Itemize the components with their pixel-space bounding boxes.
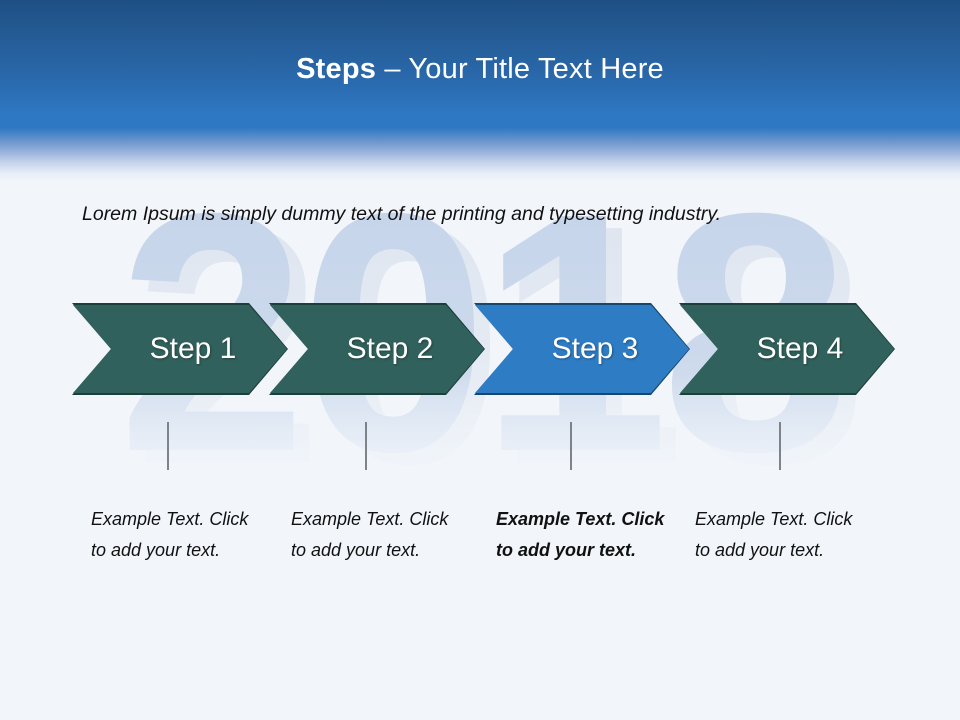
header-band [0,0,960,182]
step-arrow-2[interactable]: Step 2 [270,305,484,393]
step-caption-3[interactable]: Example Text. Click to add your text. [496,509,665,560]
page-title-rest: – Your Title Text Here [376,53,664,85]
step-arrow-3[interactable]: Step 3 [475,305,689,393]
step-arrow-label-4: Step 4 [756,332,844,365]
step-tick-1 [167,422,169,470]
step-arrow-label-1: Step 1 [149,332,237,365]
step-tick-3 [570,422,572,470]
step-tick-4 [779,422,781,470]
step-caption-4[interactable]: Example Text. Click to add your text. [695,509,853,560]
step-arrow-1[interactable]: Step 1 [73,305,287,393]
step-tick-2 [365,422,367,470]
step-arrow-label-3: Step 3 [551,332,639,365]
step-caption-1[interactable]: Example Text. Click to add your text. [91,509,249,560]
steps-arrow-row: Step 1 Step 2 Step 3 Step 4 [0,300,960,400]
page-title: Steps – Your Title Text Here [0,53,960,86]
step-caption-2[interactable]: Example Text. Click to add your text. [291,509,449,560]
step-arrow-4[interactable]: Step 4 [680,305,894,393]
body-paragraph: Lorem Ipsum is simply dummy text of the … [82,203,722,225]
step-arrow-label-2: Step 2 [346,332,434,365]
page-title-bold: Steps [296,53,377,85]
